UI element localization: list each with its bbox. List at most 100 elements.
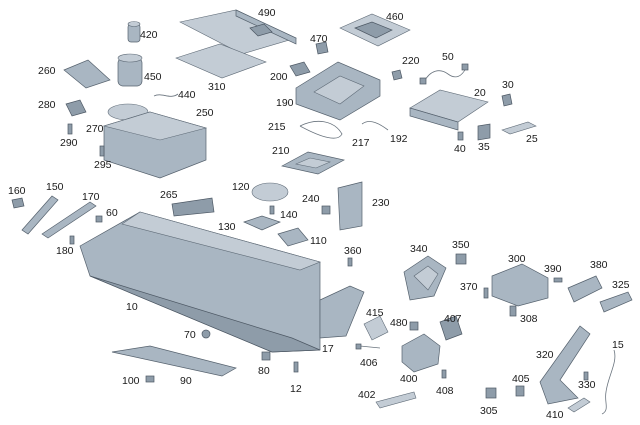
part-40-clip: [457, 131, 464, 141]
label-140: 140: [280, 209, 298, 221]
part-405-clip: [515, 385, 525, 397]
label-295: 295: [94, 159, 112, 171]
part-100-clip: [145, 375, 155, 383]
label-120: 120: [232, 181, 250, 193]
part-450-cupholder: [117, 53, 143, 87]
label-408: 408: [436, 385, 454, 397]
label-360: 360: [344, 245, 362, 257]
label-180: 180: [56, 245, 74, 257]
part-215-cable: [299, 120, 343, 139]
label-410: 410: [546, 409, 564, 421]
label-280: 280: [38, 99, 56, 111]
part-380-duct: [567, 275, 603, 303]
label-17: 17: [322, 343, 334, 355]
part-265-bracket: [171, 197, 215, 217]
label-100: 100: [122, 375, 140, 387]
part-420-cup: [127, 21, 141, 43]
part-30-bracket: [501, 93, 513, 107]
part-325-duct: [599, 291, 633, 313]
part-20-armrest-lid: [409, 89, 489, 131]
label-470: 470: [310, 33, 328, 45]
part-180-screw: [69, 235, 75, 245]
part-480-socket: [409, 321, 419, 331]
label-210: 210: [272, 145, 290, 157]
label-330: 330: [578, 379, 596, 391]
part-60-clip: [95, 215, 103, 223]
label-440: 440: [178, 89, 196, 101]
part-310-mat: [175, 43, 267, 79]
part-220-clip: [391, 69, 403, 81]
label-290: 290: [60, 137, 78, 149]
label-15: 15: [612, 339, 624, 351]
callout-labels: 490 460 420 470 450 260 310 200 220 50 4…: [8, 7, 630, 421]
label-70: 70: [184, 329, 196, 341]
part-408-screw: [441, 369, 447, 379]
part-90-trim: [111, 345, 237, 377]
part-230-panel: [337, 181, 363, 231]
label-450: 450: [144, 71, 162, 83]
label-480: 480: [390, 317, 408, 329]
label-170: 170: [82, 191, 100, 203]
label-10: 10: [126, 301, 138, 313]
label-240: 240: [302, 193, 320, 205]
part-15-cable: [601, 349, 616, 415]
part-300-bin: [491, 263, 549, 307]
label-20: 20: [474, 87, 486, 99]
label-90: 90: [180, 375, 192, 387]
part-290-screw: [67, 123, 73, 135]
label-150: 150: [46, 181, 64, 193]
part-160-clip: [11, 197, 25, 209]
part-130-tray: [243, 215, 281, 231]
part-320-frame: [539, 325, 591, 405]
part-330-screw: [583, 371, 589, 381]
label-415: 415: [366, 307, 384, 319]
label-305: 305: [480, 405, 498, 417]
part-192-cable: [361, 121, 389, 131]
part-360-screw: [347, 257, 353, 267]
part-250-housing: [102, 111, 208, 179]
label-265: 265: [160, 189, 178, 201]
label-60: 60: [106, 207, 118, 219]
part-390-screw: [553, 277, 563, 283]
part-10-center-console: [79, 211, 321, 353]
label-217: 217: [352, 137, 370, 149]
part-440-wire: [153, 93, 179, 97]
label-80: 80: [258, 365, 270, 377]
label-420: 420: [140, 29, 158, 41]
part-200-switch: [289, 61, 311, 77]
part-110-box: [277, 227, 309, 247]
label-490: 490: [258, 7, 276, 19]
label-390: 390: [544, 263, 562, 275]
part-305-clip: [485, 387, 497, 399]
label-340: 340: [410, 243, 428, 255]
label-40: 40: [454, 143, 466, 155]
label-160: 160: [8, 185, 26, 197]
part-35-latch: [477, 123, 491, 141]
label-406: 406: [360, 357, 378, 369]
label-460: 460: [386, 11, 404, 23]
label-130: 130: [218, 221, 236, 233]
label-370: 370: [460, 281, 478, 293]
label-325: 325: [612, 279, 630, 291]
part-370-screw: [483, 287, 489, 299]
part-460-trim-frame: [339, 13, 411, 47]
part-280-bracket: [65, 99, 87, 117]
part-410-trim: [567, 397, 591, 413]
part-70-screw: [201, 329, 211, 339]
part-120-cover: [251, 182, 289, 202]
label-400: 400: [400, 373, 418, 385]
part-402-trim: [375, 391, 417, 409]
label-25: 25: [526, 133, 538, 145]
label-320: 320: [536, 349, 554, 361]
part-260-panel: [63, 59, 111, 89]
label-270: 270: [86, 123, 104, 135]
label-192: 192: [390, 133, 408, 145]
part-407-switch: [439, 315, 463, 341]
part-190-surround: [295, 61, 381, 121]
label-250: 250: [196, 107, 214, 119]
part-350-clip: [455, 253, 467, 265]
label-12: 12: [290, 383, 302, 395]
label-190: 190: [276, 97, 294, 109]
label-110: 110: [310, 235, 327, 247]
label-215: 215: [268, 121, 286, 133]
